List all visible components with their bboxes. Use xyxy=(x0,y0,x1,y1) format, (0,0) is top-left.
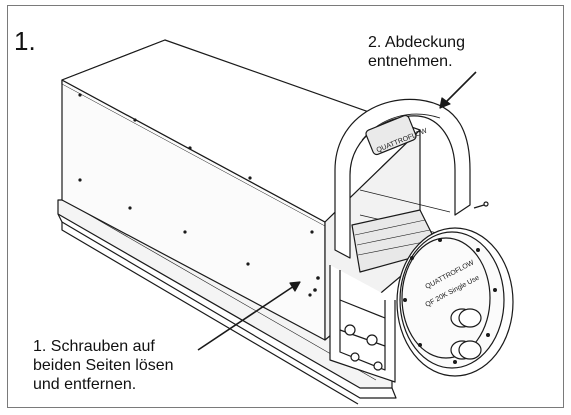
callout-remove-cover: 2. Abdeckung entnehmen. xyxy=(368,34,465,70)
step-number: 1. xyxy=(14,26,36,56)
arrow-remove-cover xyxy=(439,71,477,109)
arrow-remove-screws xyxy=(197,281,301,351)
mounting-bracket xyxy=(329,265,396,383)
callout-remove-screws: 1. Schrauben auf beiden Seiten lösen und… xyxy=(33,338,174,393)
pump-head: QUATTROFLOW QF 20K Single Use xyxy=(396,227,514,377)
rotor-shaft xyxy=(351,209,441,273)
cover-screws xyxy=(473,201,489,209)
housing-screws xyxy=(78,93,320,297)
